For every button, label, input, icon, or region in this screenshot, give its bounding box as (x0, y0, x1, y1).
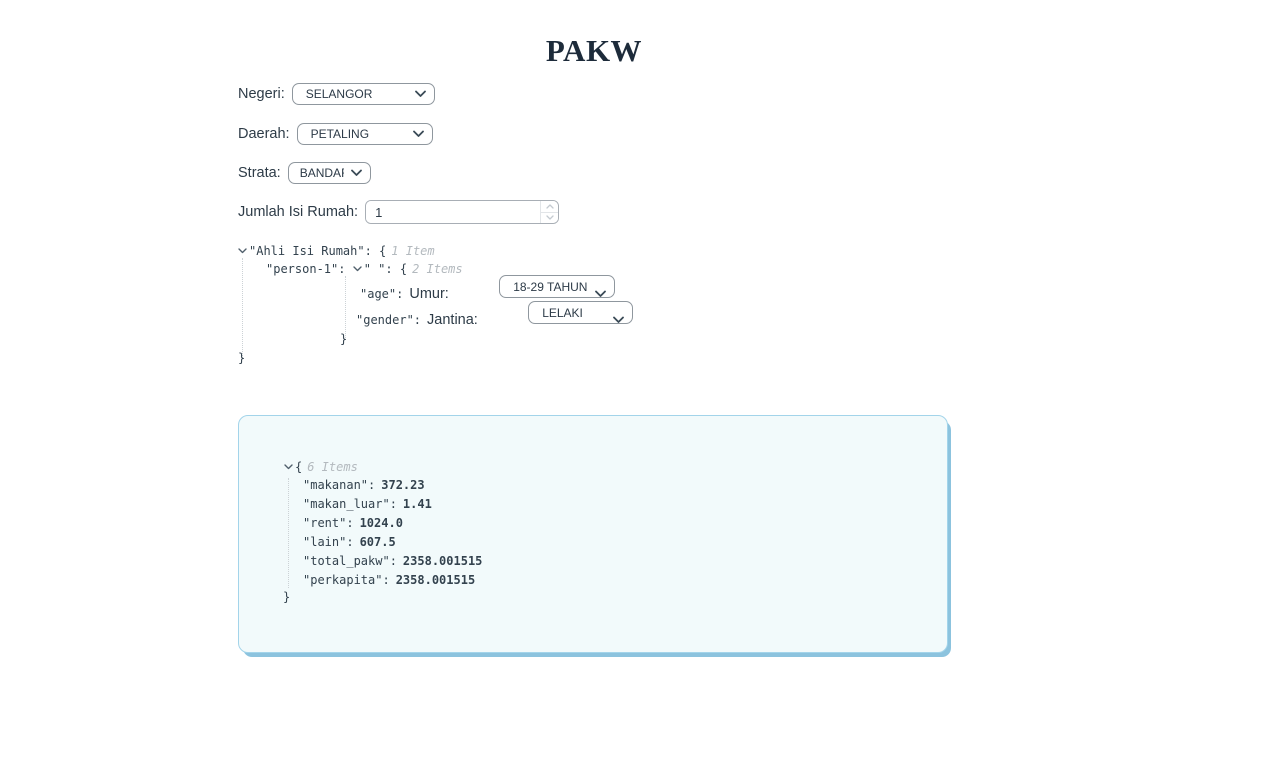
result-json-view: { 6 Items "makanan": 372.23 "makan_luar"… (239, 416, 947, 652)
tree-person-row: "person-1": " ": { 2 Items (266, 262, 463, 276)
result-count: 6 Items (307, 460, 358, 474)
age-label: Umur: (409, 285, 449, 302)
result-key: "perkapita": (303, 573, 390, 587)
tree-outer-close-brace: } (238, 351, 246, 365)
tree-inner-close-brace: } (340, 332, 348, 346)
result-value: 607.5 (359, 535, 396, 549)
result-row-lain: "lain": 607.5 (303, 535, 396, 549)
household-json-tree: "Ahli Isi Rumah": { 1 Item "person-1": "… (238, 240, 738, 370)
spinner-down-button[interactable] (541, 212, 559, 223)
jumlah-isi-rumah-input[interactable] (366, 201, 537, 223)
daerah-select[interactable]: PETALING (296, 123, 433, 145)
strata-select[interactable]: BANDAR (287, 162, 371, 184)
result-value: 1024.0 (359, 516, 403, 530)
chevron-down-icon[interactable] (284, 464, 293, 470)
age-select-wrapper: 18-29 TAHUN (456, 261, 616, 326)
tree-age-row: "age": Umur: 18-29 TAHUN (360, 275, 616, 305)
result-indent-guide (288, 478, 289, 588)
result-key: "lain": (303, 535, 354, 549)
daerah-label: Daerah: (238, 126, 290, 142)
negeri-select[interactable]: SELANGOR (291, 83, 435, 105)
daerah-row: Daerah: PETALING (238, 123, 433, 145)
result-panel: { 6 Items "makanan": 372.23 "makan_luar"… (238, 415, 948, 653)
gender-json-key: "gender": (356, 312, 422, 327)
result-row-perkapita: "perkapita": 2358.001515 (303, 573, 475, 587)
gender-select[interactable]: LELAKI (528, 301, 634, 324)
gender-label: Jantina: (427, 311, 478, 328)
result-row-total-pakw: "total_pakw": 2358.001515 (303, 554, 482, 568)
age-select[interactable]: 18-29 TAHUN (499, 275, 616, 298)
jumlah-isi-rumah-row: Jumlah Isi Rumah: (238, 200, 560, 224)
tree-person-name: " ": { (363, 262, 408, 276)
negeri-select-wrapper: SELANGOR (291, 83, 435, 105)
tree-root-key: "Ahli Isi Rumah": { (249, 244, 387, 258)
tree-indent-guide (242, 258, 243, 358)
result-close-brace: } (283, 590, 291, 604)
strata-row: Strata: BANDAR (238, 162, 371, 184)
result-root-row: { 6 Items (284, 460, 358, 474)
jumlah-isi-rumah-input-wrapper (365, 200, 560, 224)
result-value: 2358.001515 (395, 573, 476, 587)
result-key: "makanan": (303, 478, 376, 492)
page-title: PAKW (545, 33, 643, 68)
negeri-row: Negeri: SELANGOR (238, 83, 435, 105)
tree-root-count: 1 Item (391, 244, 435, 258)
jumlah-isi-rumah-label: Jumlah Isi Rumah: (238, 204, 359, 220)
age-json-key: "age": (360, 286, 404, 301)
result-key: "makan_luar": (303, 497, 397, 511)
daerah-select-wrapper: PETALING (296, 123, 433, 145)
tree-gender-row: "gender": Jantina: LELAKI (356, 301, 634, 331)
result-key: "total_pakw": (303, 554, 397, 568)
tree-indent-guide (345, 276, 346, 338)
chevron-down-icon[interactable] (353, 266, 362, 272)
strata-select-wrapper: BANDAR (287, 162, 371, 184)
chevron-down-icon[interactable] (238, 248, 247, 254)
result-value: 372.23 (381, 478, 425, 492)
result-row-makanan: "makanan": 372.23 (303, 478, 425, 492)
strata-label: Strata: (238, 165, 281, 181)
result-row-rent: "rent": 1024.0 (303, 516, 403, 530)
result-row-makan-luar: "makan_luar": 1.41 (303, 497, 432, 511)
spinner-up-button[interactable] (541, 201, 559, 213)
gender-select-wrapper: LELAKI (485, 287, 634, 352)
tree-root-row: "Ahli Isi Rumah": { 1 Item (238, 244, 435, 258)
negeri-label: Negeri: (238, 86, 285, 102)
result-open-brace: { (295, 460, 303, 474)
tree-person-count: 2 Items (412, 262, 463, 276)
result-key: "rent": (303, 516, 354, 530)
number-spinner (540, 201, 559, 223)
tree-person-key: "person-1": (266, 262, 353, 276)
result-value: 1.41 (402, 497, 432, 511)
result-value: 2358.001515 (402, 554, 483, 568)
